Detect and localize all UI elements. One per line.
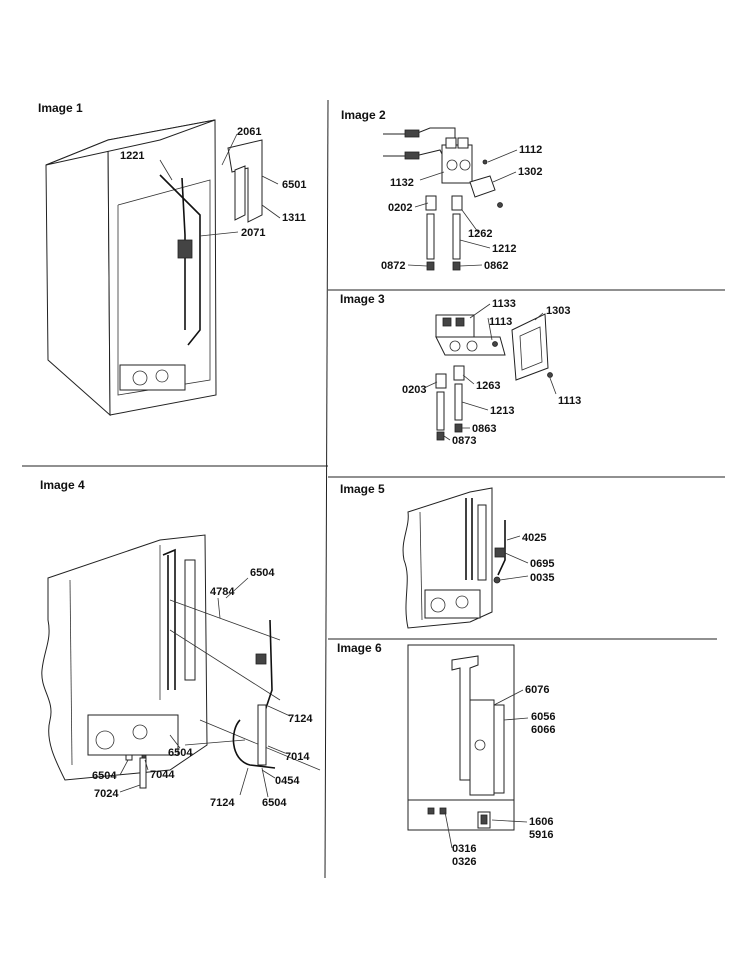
panel-title-6: Image 6: [337, 641, 382, 655]
divider-vertical: [324, 99, 329, 879]
panel-title-1: Image 1: [38, 101, 83, 115]
callout: 7124: [288, 713, 313, 725]
callout: 7014: [285, 751, 310, 763]
callout: 0202: [388, 202, 412, 214]
callout: 0872: [381, 260, 405, 272]
callout: 6504: [250, 567, 275, 579]
callout: 6501: [282, 179, 306, 191]
callout: 0316: [452, 843, 476, 855]
callout: 6504: [92, 770, 117, 782]
callout: 1606: [529, 816, 553, 828]
callout: 0035: [530, 572, 554, 584]
callout: 6066: [531, 724, 555, 736]
callout: 0454: [275, 775, 300, 787]
panel-title-5: Image 5: [340, 482, 385, 496]
callout: 1113: [489, 316, 512, 328]
callout: 2071: [241, 227, 265, 239]
callout: 0326: [452, 856, 476, 868]
callout: 1302: [518, 166, 542, 178]
panel-image-5: Image 5 4025 0695 0035: [340, 482, 554, 629]
panel-image-3: Image 3 1133 1303 1113 1113 02: [340, 292, 581, 447]
callout: 1133: [492, 298, 516, 310]
panel-image-6: Image 6 6076 6056 6066 1606 5916 0316 03…: [337, 641, 555, 868]
callout: 0862: [484, 260, 508, 272]
callout: 0863: [472, 423, 496, 435]
callout: 0873: [452, 435, 476, 447]
callout: 1212: [492, 243, 516, 255]
callout: 1213: [490, 405, 514, 417]
callout: 6056: [531, 711, 555, 723]
callout: 1112: [519, 144, 542, 156]
callout: 6504: [168, 747, 193, 759]
callout: 1311: [282, 212, 306, 224]
callout: 1113: [558, 395, 581, 407]
callout: 1262: [468, 228, 492, 240]
callout: 4784: [210, 586, 235, 598]
callout: 2061: [237, 126, 261, 138]
callout: 0695: [530, 558, 554, 570]
panel-image-2: Image 2 1112 1302 1132 0: [341, 108, 542, 272]
callout: 5916: [529, 829, 553, 841]
callout: 6076: [525, 684, 549, 696]
callout: 1132: [390, 177, 414, 189]
callout: 4025: [522, 532, 546, 544]
panel-image-1: Image 1 2061 1221 6501 1311 2071: [38, 101, 306, 417]
callout: 7124: [210, 797, 235, 809]
panel-title-3: Image 3: [340, 292, 385, 306]
panel-title-2: Image 2: [341, 108, 386, 122]
callout: 0203: [402, 384, 426, 396]
callout: 6504: [262, 797, 287, 809]
callout: 7044: [150, 769, 175, 781]
callout: 1303: [546, 305, 570, 317]
panel-image-4: Image 4: [40, 478, 321, 809]
callout: 7024: [94, 788, 119, 800]
callout: 1221: [120, 150, 144, 162]
callout: 1263: [476, 380, 500, 392]
panel-title-4: Image 4: [40, 478, 85, 492]
